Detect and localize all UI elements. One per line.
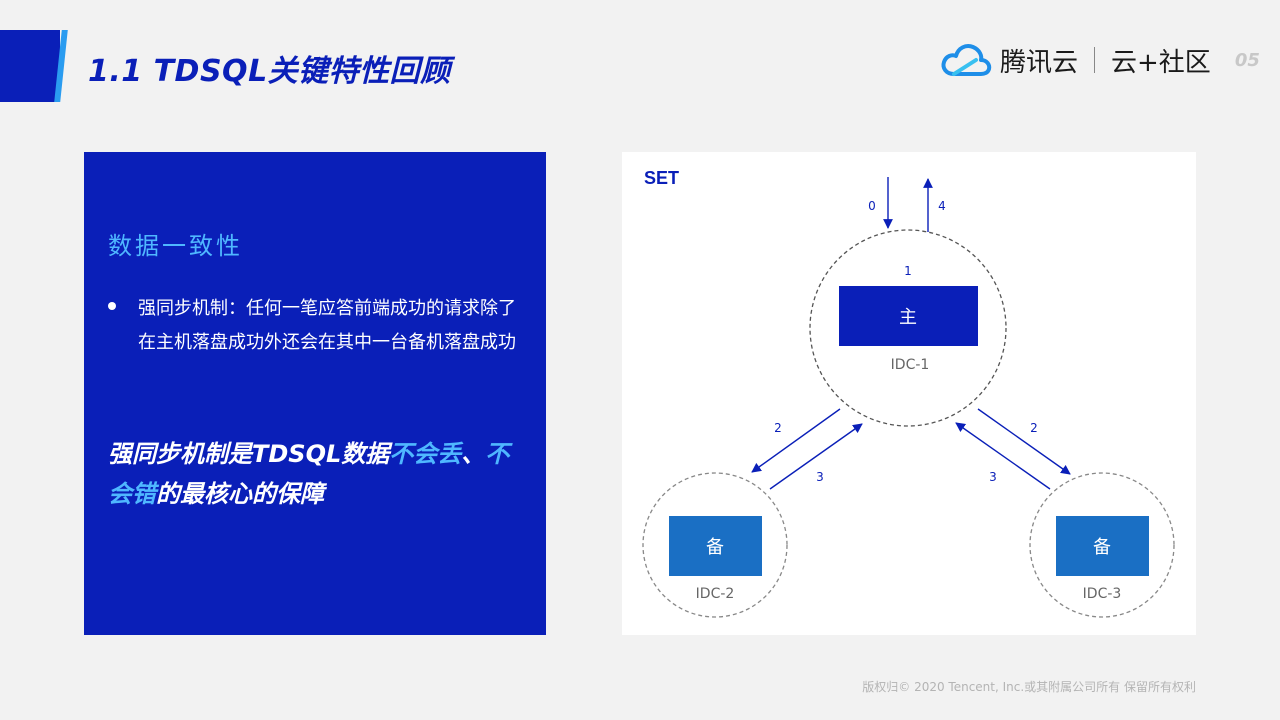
- backup-node-1-box: [669, 516, 762, 576]
- set-label: SET: [644, 168, 679, 188]
- step-3-left-label: 3: [816, 470, 824, 484]
- emphasis-part3: 的最核心的保障: [156, 480, 324, 508]
- master-node-box: [839, 286, 978, 346]
- feature-panel: 数据一致性 强同步机制：任何一笔应答前端成功的请求除了在主机落盘成功外还会在其中…: [84, 152, 546, 635]
- idc-1-boundary: [809, 229, 1007, 427]
- idc-3-label: IDC-3: [1083, 586, 1122, 602]
- bullet-item: 强同步机制：任何一笔应答前端成功的请求除了在主机落盘成功外还会在其中一台备机落盘…: [108, 292, 528, 360]
- copyright-footer: 版权归© 2020 Tencent, Inc.或其附属公司所有 保留所有权利: [862, 680, 1196, 694]
- idc-2-boundary: [642, 472, 788, 618]
- bullet-text: 强同步机制：任何一笔应答前端成功的请求除了在主机落盘成功外还会在其中一台备机落盘…: [138, 298, 516, 353]
- section-heading: 数据一致性: [108, 232, 243, 260]
- step-0-label: 0: [868, 199, 876, 213]
- sync-arrow-to-idc-3: [977, 408, 1071, 475]
- idc-3-boundary: [1029, 472, 1175, 618]
- page-number: 05: [1234, 49, 1260, 71]
- emphasis-statement: 强同步机制是TDSQL数据不会丢、不会错的最核心的保障: [108, 434, 528, 514]
- emphasis-highlight-1: 不会丢: [389, 440, 462, 468]
- backup-node-2-box: [1056, 516, 1149, 576]
- logo-brand-text: 腾讯云: [1000, 47, 1079, 78]
- logo-community-text: 云+社区: [1111, 47, 1211, 78]
- emphasis-part1: 强同步机制是TDSQL数据: [108, 440, 390, 468]
- emphasis-highlight-2: 不会错: [108, 440, 510, 508]
- backup-node-2-label: 备: [1093, 537, 1111, 558]
- title-accent-bar: [0, 30, 60, 102]
- idc-1-label: IDC-1: [891, 357, 930, 373]
- set-diagram-canvas: SET 主 IDC-1 1 0 4 备 IDC-2 备 IDC-3 2 3 2 …: [642, 168, 1175, 618]
- brand-logo: 腾讯云 云+社区 05: [940, 38, 1260, 82]
- ack-arrow-from-idc-2: [769, 423, 863, 490]
- ack-arrow-from-idc-3: [955, 422, 1051, 490]
- step-2-right-label: 2: [1030, 421, 1038, 435]
- step-4-label: 4: [938, 199, 946, 213]
- backup-node-1-label: 备: [706, 537, 724, 558]
- emphasis-part2: 、: [461, 440, 486, 468]
- master-node-label: 主: [899, 307, 917, 328]
- set-diagram: SET 主 IDC-1 1 0 4 备 IDC-2 备 IDC-3 2 3 2 …: [622, 152, 1196, 635]
- tencent-cloud-logo-icon: [941, 44, 992, 76]
- page-title: 1.1 TDSQL关键特性回顾: [88, 54, 451, 89]
- step-3-right-label: 3: [989, 470, 997, 484]
- logo-separator: [1094, 47, 1096, 73]
- step-1-label: 1: [904, 264, 912, 278]
- idc-2-label: IDC-2: [696, 586, 735, 602]
- bullet-dot-icon: [108, 302, 116, 310]
- step-2-left-label: 2: [774, 421, 782, 435]
- sync-arrow-to-idc-2: [751, 408, 841, 473]
